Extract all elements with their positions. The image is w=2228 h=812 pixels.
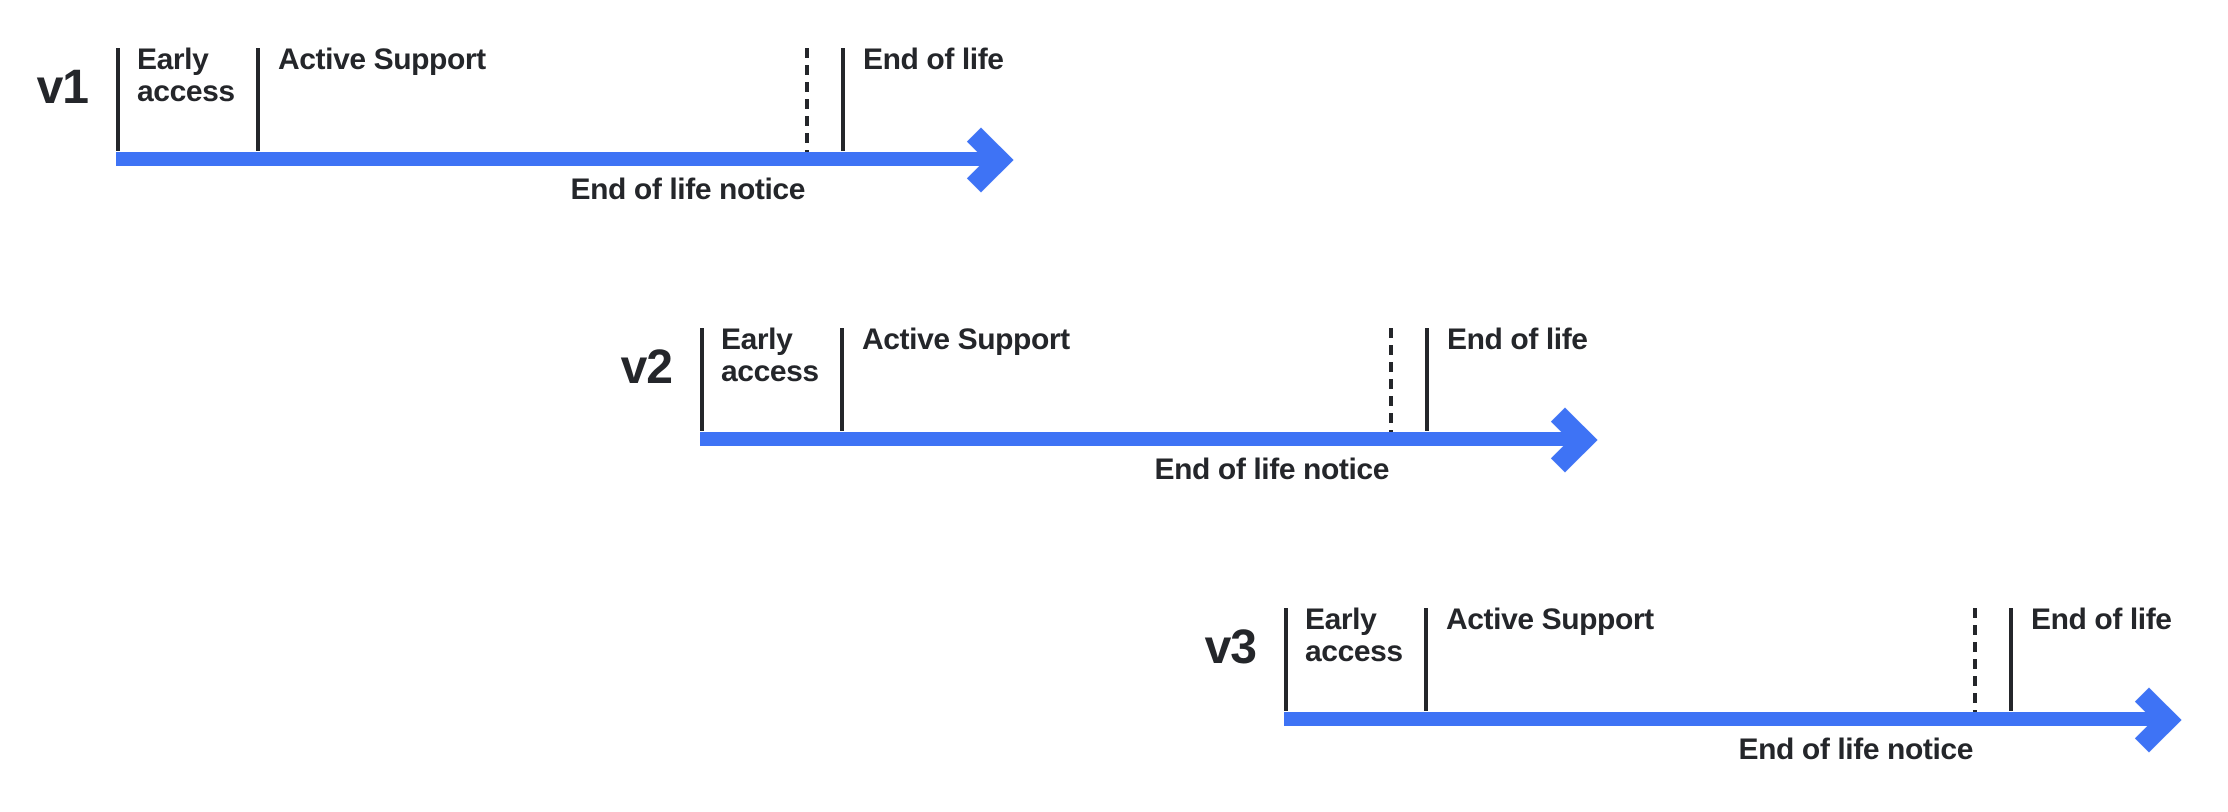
active-support-label: Active Support	[862, 323, 1070, 356]
timeline-v1: v1 Early access Active Support End of li…	[37, 44, 1014, 218]
end-of-life-label: End of life	[1447, 323, 1588, 356]
early-access-end-tick	[840, 328, 844, 431]
timeline-arrow-shaft	[1284, 712, 2162, 726]
release-tick	[1284, 608, 1288, 711]
early-access-label: Early access	[721, 323, 819, 388]
early-access-label: Early access	[137, 43, 235, 108]
arrow-head-icon	[2116, 687, 2182, 753]
timeline-arrow-shaft	[700, 432, 1578, 446]
early-access-label: Early access	[1305, 603, 1403, 668]
end-of-life-label: End of life	[2031, 603, 2172, 636]
timeline-v3: v3 Early access Active Support End of li…	[1205, 604, 2182, 778]
version-label: v1	[36, 61, 89, 114]
active-support-label: Active Support	[1446, 603, 1654, 636]
early-access-end-tick	[1424, 608, 1428, 711]
end-of-life-label: End of life	[863, 43, 1004, 76]
release-tick	[700, 328, 704, 431]
version-label: v3	[1204, 621, 1257, 674]
eol-notice-tick	[805, 48, 809, 152]
eol-notice-tick	[1389, 328, 1393, 432]
early-access-end-tick	[256, 48, 260, 151]
end-of-life-notice-label: End of life notice	[1738, 733, 1974, 766]
timeline-arrow-shaft	[116, 152, 994, 166]
active-support-label: Active Support	[278, 43, 486, 76]
end-of-life-tick	[2009, 608, 2013, 711]
arrow-head-icon	[948, 127, 1014, 193]
timeline-v2: v2 Early access Active Support End of li…	[621, 324, 1598, 498]
arrow-head-icon	[1532, 407, 1598, 473]
end-of-life-tick	[1425, 328, 1429, 431]
release-tick	[116, 48, 120, 151]
eol-notice-tick	[1973, 608, 1977, 712]
version-label: v2	[620, 341, 673, 394]
end-of-life-notice-label: End of life notice	[570, 173, 806, 206]
end-of-life-notice-label: End of life notice	[1154, 453, 1390, 486]
end-of-life-tick	[841, 48, 845, 151]
